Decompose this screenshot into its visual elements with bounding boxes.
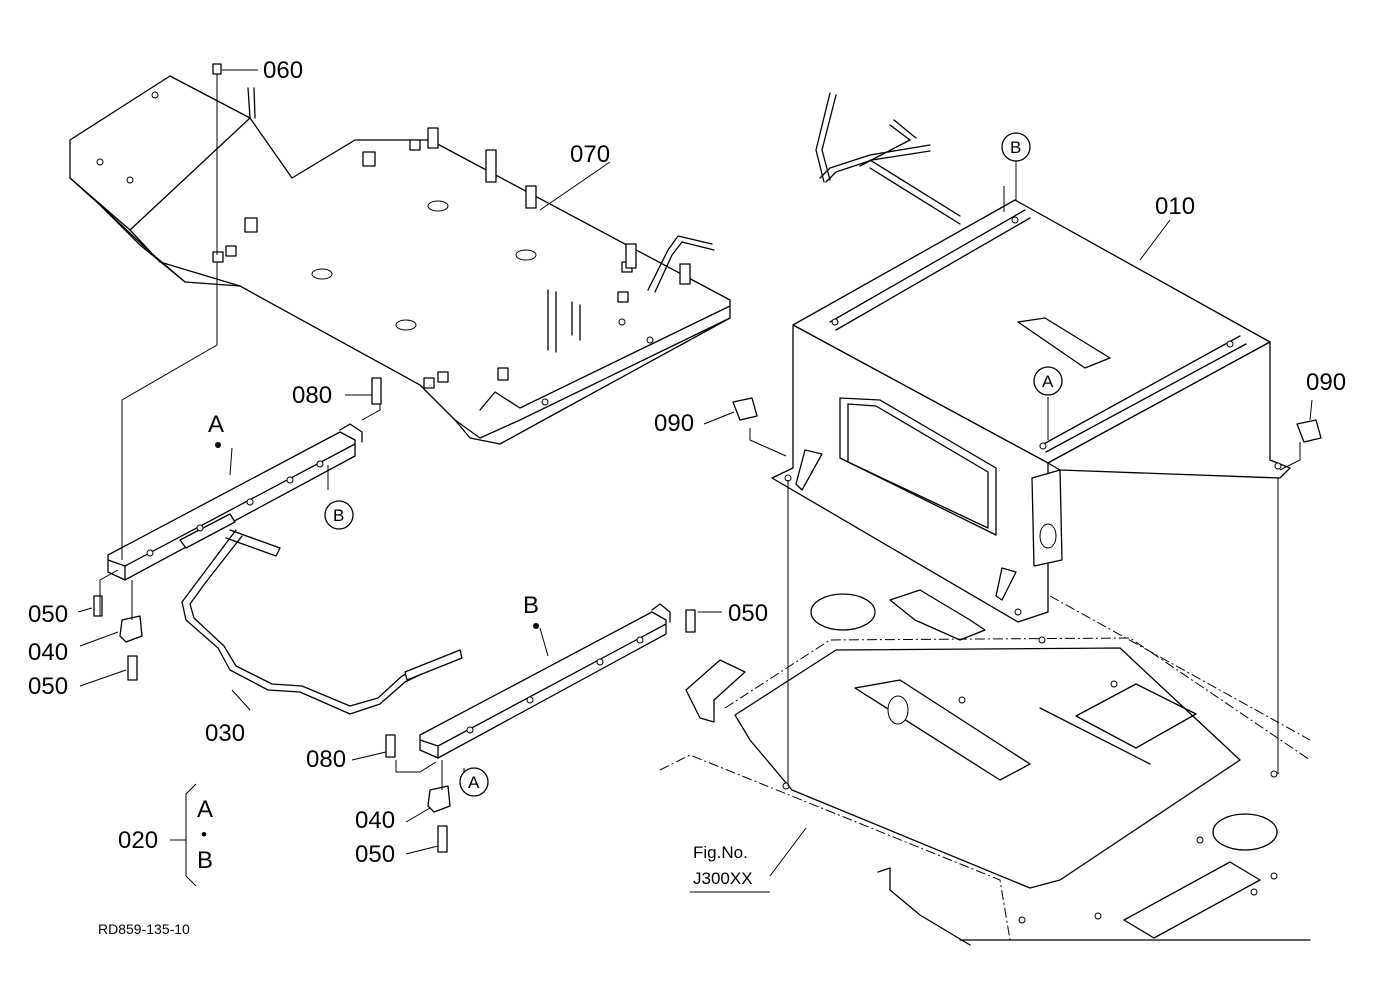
drawing-code: RD859-135-10 <box>98 921 190 937</box>
label-040-rail-b: 040 <box>355 807 395 834</box>
label-090-left: 090 <box>654 410 694 437</box>
label-050-rail-b: 050 <box>728 600 768 627</box>
marker-rail-b: B <box>523 592 539 619</box>
floor-frame <box>659 589 1311 946</box>
label-080-bottom: 080 <box>306 746 346 773</box>
seat-base-plate <box>69 63 731 445</box>
part-labels: 060 070 010 080 090 090 050 050 040 050 … <box>28 57 1346 868</box>
fasteners <box>93 377 1322 853</box>
leader-lines <box>77 69 1313 877</box>
label-050-rail-a: 050 <box>28 601 68 628</box>
label-020: 020 <box>118 827 158 854</box>
seat-stand-box <box>771 92 1291 623</box>
slide-control-rod <box>181 529 463 715</box>
seat-rail-b <box>419 603 671 759</box>
circle-marker-b-top: B <box>1010 138 1021 157</box>
marker-rail-a: A <box>208 411 224 438</box>
label-080-top: 080 <box>292 382 332 409</box>
circle-marker-a-rail: A <box>468 773 480 792</box>
figref-line1: Fig.No. <box>693 843 748 862</box>
set-bracket <box>170 783 197 887</box>
set-marker-b: B <box>197 847 213 874</box>
label-040-rail-a: 040 <box>28 639 68 666</box>
assembly-markers: A B B B A A A • B <box>197 132 1063 874</box>
label-090-right: 090 <box>1306 369 1346 396</box>
set-marker-dot: • <box>201 825 207 844</box>
label-030: 030 <box>205 720 245 747</box>
label-060: 060 <box>263 57 303 84</box>
figure-reference: Fig.No. J300XX <box>690 843 770 893</box>
label-070: 070 <box>570 141 610 168</box>
label-010: 010 <box>1155 193 1195 220</box>
label-050-lower-a: 050 <box>28 673 68 700</box>
label-050-lower-b: 050 <box>355 841 395 868</box>
circle-marker-b-rail: B <box>333 506 344 525</box>
set-marker-a: A <box>197 796 213 823</box>
circle-marker-a-box: A <box>1042 372 1054 391</box>
seat-rail-a <box>107 423 363 581</box>
figref-line2: J300XX <box>693 869 753 888</box>
